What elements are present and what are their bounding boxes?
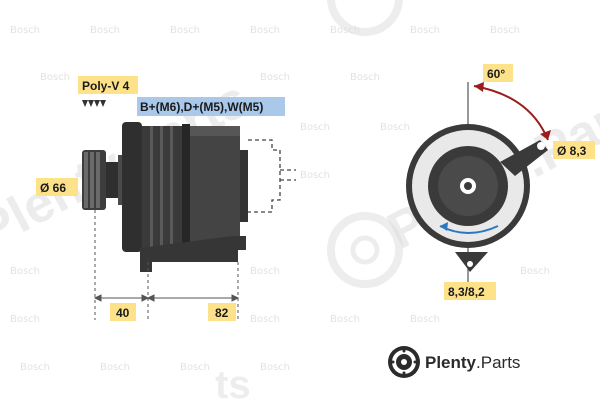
watermark-brand: Bosch — [330, 314, 360, 325]
pulley-diameter-box — [36, 178, 78, 196]
angle-label: 60° — [487, 67, 505, 81]
dim-40-box — [110, 303, 136, 321]
logo-wordmark: Plenty.Parts — [425, 353, 520, 372]
watermark-brand: Bosch — [260, 72, 290, 83]
terminal-label-box — [137, 97, 285, 116]
plenty-logo: Plenty.Parts — [388, 346, 520, 378]
logo-name-bold: Plenty — [425, 353, 477, 372]
belt-label: Poly-V 4 — [82, 79, 130, 93]
watermark-brand: Bosch — [10, 314, 40, 325]
rear-housing — [190, 126, 240, 248]
watermark-brand: Bosch — [10, 266, 40, 277]
connector-outline — [248, 139, 281, 213]
watermark-brand: Bosch — [40, 72, 70, 83]
mount-hole-label-box — [444, 282, 496, 300]
watermark-brand: Bosch — [350, 72, 380, 83]
watermark-brand: Bosch — [410, 314, 440, 325]
watermark-brand: Bosch — [300, 170, 330, 181]
dimension-lines — [93, 210, 240, 320]
alternator-side-view — [82, 122, 296, 272]
watermark-brand: Bosch — [250, 314, 280, 325]
mount-hole — [537, 142, 545, 150]
watermark-brand: Bosch — [180, 362, 210, 373]
watermark-brand: Bosch — [260, 362, 290, 373]
angle-label-box — [483, 64, 513, 82]
watermark-brand: Bosch — [100, 362, 130, 373]
watermark-brand: Bosch — [330, 25, 360, 36]
watermark-brand: Bosch — [300, 122, 330, 133]
watermark-brand: Bosch — [520, 266, 550, 277]
watermark-brand: Bosch — [170, 25, 200, 36]
mount-hole-label: 8,3/8,2 — [448, 285, 485, 299]
watermark-brand: Bosch — [380, 122, 410, 133]
alternator-front-view — [406, 82, 548, 300]
dim-82-label: 82 — [215, 306, 229, 320]
pulley-diameter-label: Ø 66 — [40, 181, 66, 195]
watermark-brand: Bosch — [250, 266, 280, 277]
watermark-disc-icon — [327, 0, 403, 288]
mounting-foot — [140, 236, 246, 272]
logo-name-regular: .Parts — [476, 353, 520, 372]
watermark-brand: Bosch — [10, 25, 40, 36]
poly-v-belt-profile-icon — [82, 100, 106, 107]
pulley — [82, 150, 124, 210]
watermark-corner: ts — [215, 363, 251, 400]
watermark-brand: Bosch — [20, 362, 50, 373]
plenty-brake-disc-logo-icon — [388, 346, 420, 378]
belt-label-box — [78, 76, 138, 94]
front-housing — [122, 122, 142, 252]
hole-label-box — [553, 141, 595, 159]
watermark-brand: Bosch — [250, 25, 280, 36]
watermark-brand: Bosch — [490, 25, 520, 36]
watermark-brand: Bosch — [410, 25, 440, 36]
terminal-label: B+(M6),D+(M5),W(M5) — [140, 100, 263, 114]
dim-82-box — [208, 303, 236, 321]
upper-mount-arm — [500, 140, 548, 176]
dim-40-label: 40 — [116, 306, 130, 320]
angle-arc — [473, 85, 549, 141]
watermark-brand: Bosch — [90, 25, 120, 36]
hole-label: Ø 8,3 — [557, 144, 587, 158]
